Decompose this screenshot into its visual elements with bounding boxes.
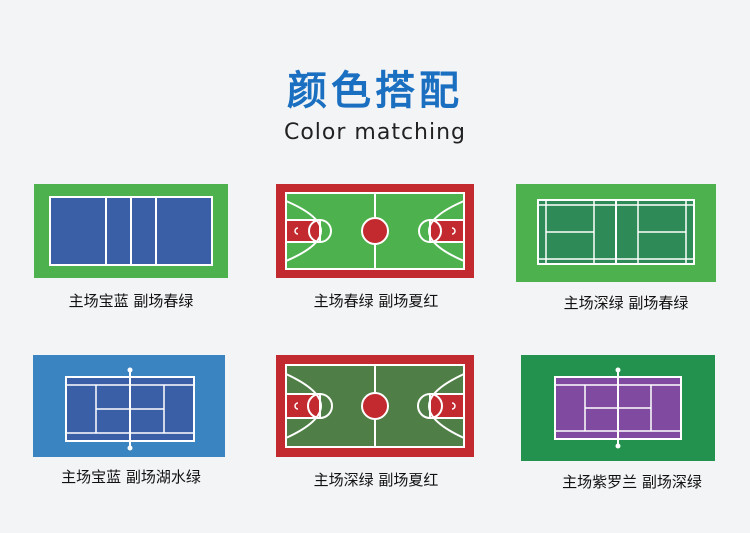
court-caption: 主场春绿 副场夏红 <box>313 292 439 310</box>
court-caption: 主场深绿 副场春绿 <box>563 294 689 312</box>
basketball-court-image <box>276 355 474 457</box>
tennis-court-image <box>33 355 225 457</box>
court-caption: 主场宝蓝 副场湖水绿 <box>61 468 201 486</box>
page-subtitle: Color matching <box>283 120 467 145</box>
court-caption: 主场宝蓝 副场春绿 <box>68 292 194 310</box>
court-caption: 主场深绿 副场夏红 <box>313 471 439 489</box>
badminton-court-image <box>516 184 716 282</box>
page-title: 颜色搭配 <box>287 68 463 114</box>
volleyball-court-image <box>34 184 228 278</box>
tennis-court-image <box>521 355 715 461</box>
court-caption: 主场紫罗兰 副场深绿 <box>562 473 702 491</box>
basketball-court-image <box>276 184 474 278</box>
